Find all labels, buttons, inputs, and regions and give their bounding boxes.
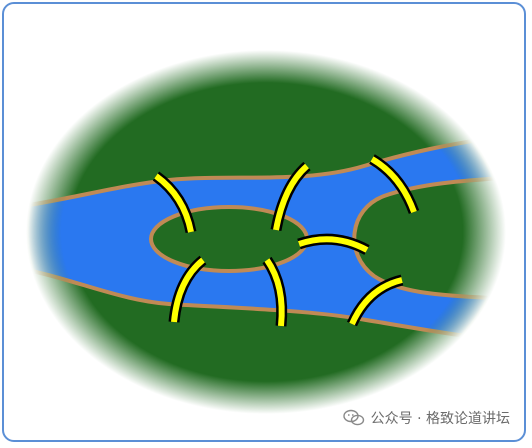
bridge-7: [346, 274, 404, 327]
figure-frame: 公众号 · 格致论道讲坛: [2, 2, 526, 442]
bridge-4: [297, 233, 370, 255]
bridge-1: [152, 171, 197, 234]
bridges: [152, 154, 420, 327]
watermark: 公众号 · 格致论道讲坛: [342, 408, 510, 428]
watermark-text: 公众号 · 格致论道讲坛: [370, 411, 510, 427]
bridge-2: [270, 161, 311, 232]
bridge-6: [262, 256, 288, 327]
wechat-icon: [342, 409, 364, 426]
bridge-5: [168, 255, 207, 323]
bridge-3: [369, 154, 420, 214]
konigsberg-bridges-diagram: [4, 50, 524, 414]
